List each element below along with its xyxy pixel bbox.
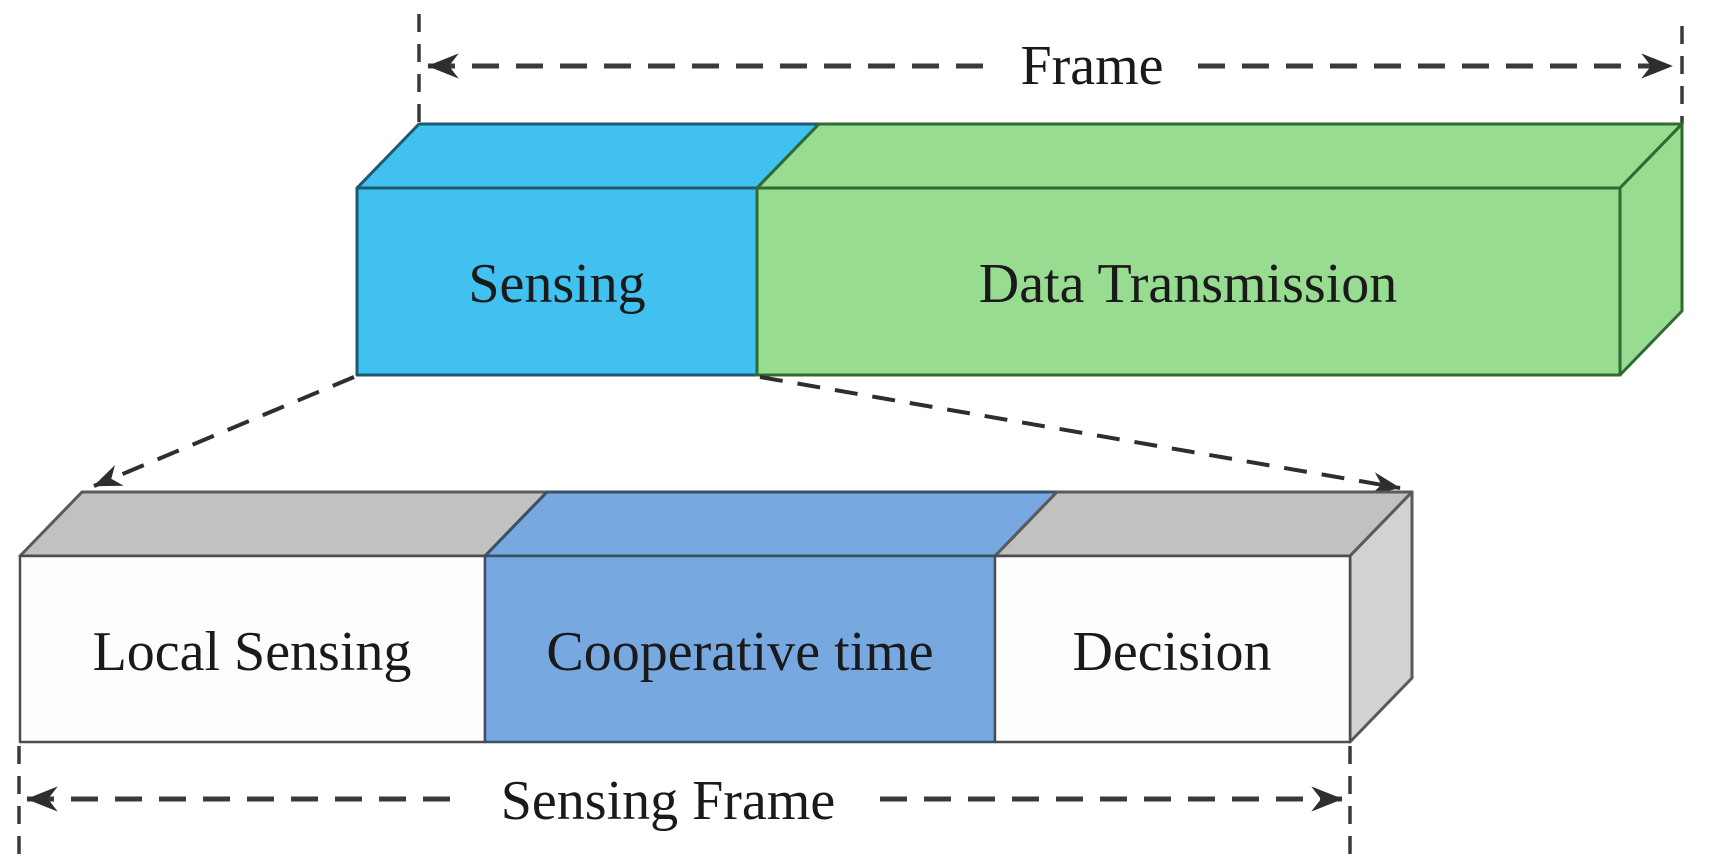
frame-box: Sensing Data Transmission: [355, 122, 1684, 377]
expansion-line-right: [759, 375, 1401, 495]
frame-label: Frame: [1020, 35, 1163, 97]
sensing-label: Sensing: [468, 253, 645, 315]
local-sensing-label: Local Sensing: [93, 621, 412, 683]
data-transmission-top-face: [755, 122, 1684, 190]
cooperative-time-top-face: [483, 490, 1059, 558]
local-sensing-top-face: [18, 490, 549, 558]
decision-top-face: [993, 490, 1414, 558]
data-transmission-label: Data Transmission: [979, 253, 1398, 315]
sensing-frame-box: Local Sensing Cooperative time Decision: [18, 490, 1414, 744]
decision-front-face: [993, 554, 1352, 744]
cooperative-time-label: Cooperative time: [546, 621, 933, 683]
decision-label: Decision: [1072, 621, 1271, 683]
data-transmission-front-face: [755, 186, 1622, 377]
sensing-frame-label: Sensing Frame: [501, 770, 835, 832]
expansion-line-left: [93, 375, 355, 488]
frame-dimension-arrow: Frame: [417, 14, 1684, 124]
sensing-frame-dimension-arrow: Sensing Frame: [17, 746, 1352, 858]
expansion-lines: [93, 375, 1401, 495]
sensing-top-face: [355, 122, 821, 190]
